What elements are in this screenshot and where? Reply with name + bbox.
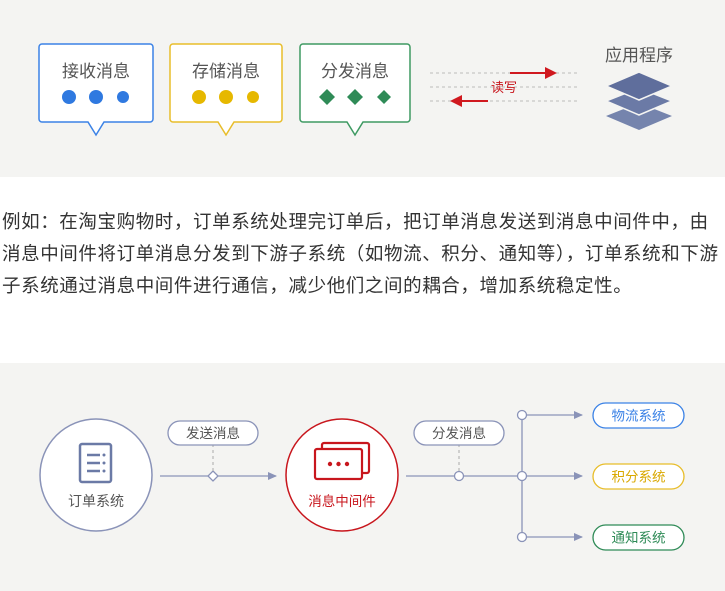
points-pill	[592, 463, 685, 490]
bubble-receive-label: 接收消息	[62, 62, 130, 82]
document-dot	[102, 461, 106, 465]
dispatch-message-label: 分发消息	[432, 425, 486, 442]
dot	[62, 90, 76, 104]
arrow-right-icon	[510, 67, 557, 79]
bubble-store-label: 存储消息	[192, 62, 260, 82]
dot	[192, 90, 206, 104]
bubble-receive: 接收消息	[38, 43, 154, 137]
bubble-receive-shape	[38, 43, 154, 137]
middleware-node: 消息中间件	[285, 418, 399, 532]
send-junction-diamond	[207, 470, 219, 482]
document-outline	[78, 442, 113, 484]
document-dot	[102, 469, 106, 473]
dot	[117, 91, 129, 103]
bubble-dispatch: 分发消息	[299, 43, 411, 137]
read-write-label: 读写	[491, 81, 517, 96]
ellipsis-dot	[344, 461, 350, 467]
branch-dot	[516, 531, 528, 543]
layers-icon	[604, 71, 674, 101]
read-write-arrows: 读写	[430, 67, 578, 107]
bubble-store-shape	[169, 43, 283, 137]
order-system-node: 订单系统	[39, 418, 153, 532]
bubble-dispatch-label: 分发消息	[321, 62, 389, 82]
layer-icon	[606, 103, 672, 130]
order-system-label: 订单系统	[68, 494, 124, 510]
send-message-pill	[167, 420, 259, 446]
notification-label: 通知系统	[612, 530, 666, 547]
diamond	[347, 89, 363, 105]
ellipsis-dot	[336, 461, 341, 467]
dot	[219, 90, 233, 104]
application: 应用程序	[604, 46, 674, 130]
logistics-label: 物流系统	[612, 409, 666, 425]
layer-icon	[604, 87, 674, 116]
document-dot	[102, 453, 106, 457]
diamond	[377, 90, 391, 104]
arrow-left-icon	[450, 95, 488, 107]
dot	[89, 90, 103, 104]
branch-dot	[516, 470, 528, 482]
bubble-store: 存储消息	[169, 43, 283, 137]
order-system-circle	[39, 418, 153, 532]
middleware-label: 消息中间件	[308, 493, 376, 510]
dispatch-message-pill	[413, 420, 505, 446]
document-icon	[78, 442, 113, 484]
send-message-label: 发送消息	[186, 425, 240, 442]
notification-pill	[592, 524, 685, 551]
diamond	[319, 89, 335, 105]
logistics-pill	[592, 402, 685, 429]
branch-dot	[516, 409, 528, 421]
dispatch-junction-dot	[453, 470, 465, 482]
description-paragraph: 例如：在淘宝购物时，订单系统处理完订单后，把订单消息发送到消息中间件中，由消息中…	[2, 212, 719, 297]
application-label: 应用程序	[605, 46, 673, 66]
ellipsis-dot	[327, 461, 333, 467]
points-label: 积分系统	[612, 470, 666, 486]
dot	[247, 91, 259, 103]
